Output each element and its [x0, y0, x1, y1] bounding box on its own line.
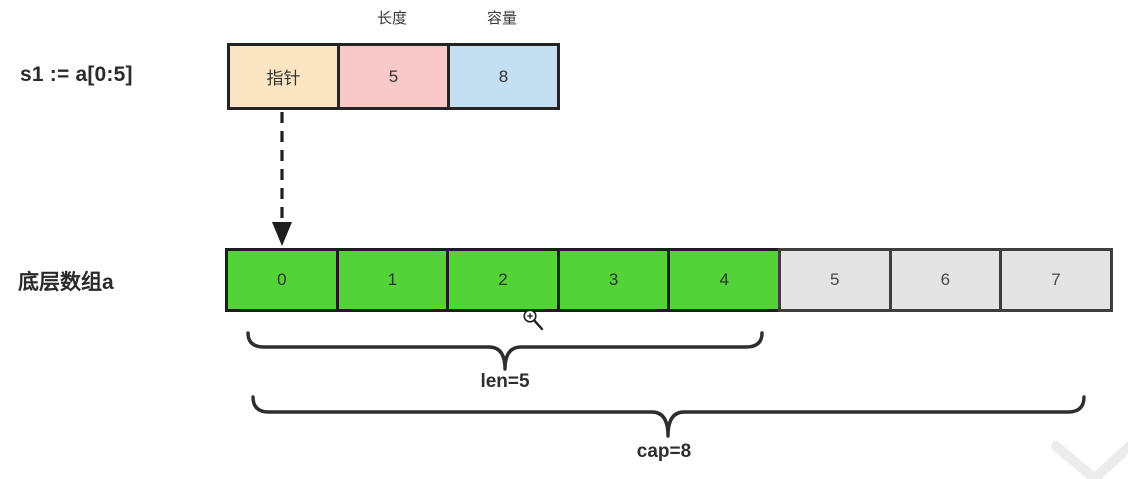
slice-header-struct: 指针 5 8	[227, 43, 560, 110]
underlying-array: 0 1 2 3 4 5 6 7	[225, 248, 1113, 312]
cap-brace	[251, 395, 1086, 438]
array-cell: 4	[667, 248, 781, 312]
pointer-arrowhead	[272, 222, 292, 246]
zoom-in-cursor-icon	[523, 309, 544, 331]
capacity-column-header: 容量	[486, 10, 518, 27]
slice-pointer-cell: 指针	[227, 43, 340, 110]
watermark-stroke-2	[1086, 440, 1128, 479]
underlying-array-label: 底层数组a	[18, 271, 114, 294]
array-cell: 6	[888, 248, 1003, 312]
watermark-stroke-1	[1051, 441, 1103, 479]
cap-annotation: cap=8	[636, 441, 692, 462]
magnifier-handle	[533, 319, 544, 331]
slice-capacity-cell: 8	[447, 43, 560, 110]
array-cell: 3	[556, 248, 671, 312]
len-annotation: len=5	[480, 371, 530, 392]
array-cell: 7	[999, 248, 1113, 312]
slice-length-cell: 5	[337, 43, 450, 110]
array-cell: 0	[225, 248, 339, 312]
array-cell: 5	[777, 248, 892, 312]
len-brace	[246, 331, 764, 371]
slice-expression-label: s1 := a[0:5]	[20, 63, 133, 86]
x-mark-watermark	[1051, 440, 1128, 479]
length-column-header: 长度	[376, 10, 408, 27]
array-cell: 1	[335, 248, 450, 312]
array-cell: 2	[446, 248, 560, 312]
